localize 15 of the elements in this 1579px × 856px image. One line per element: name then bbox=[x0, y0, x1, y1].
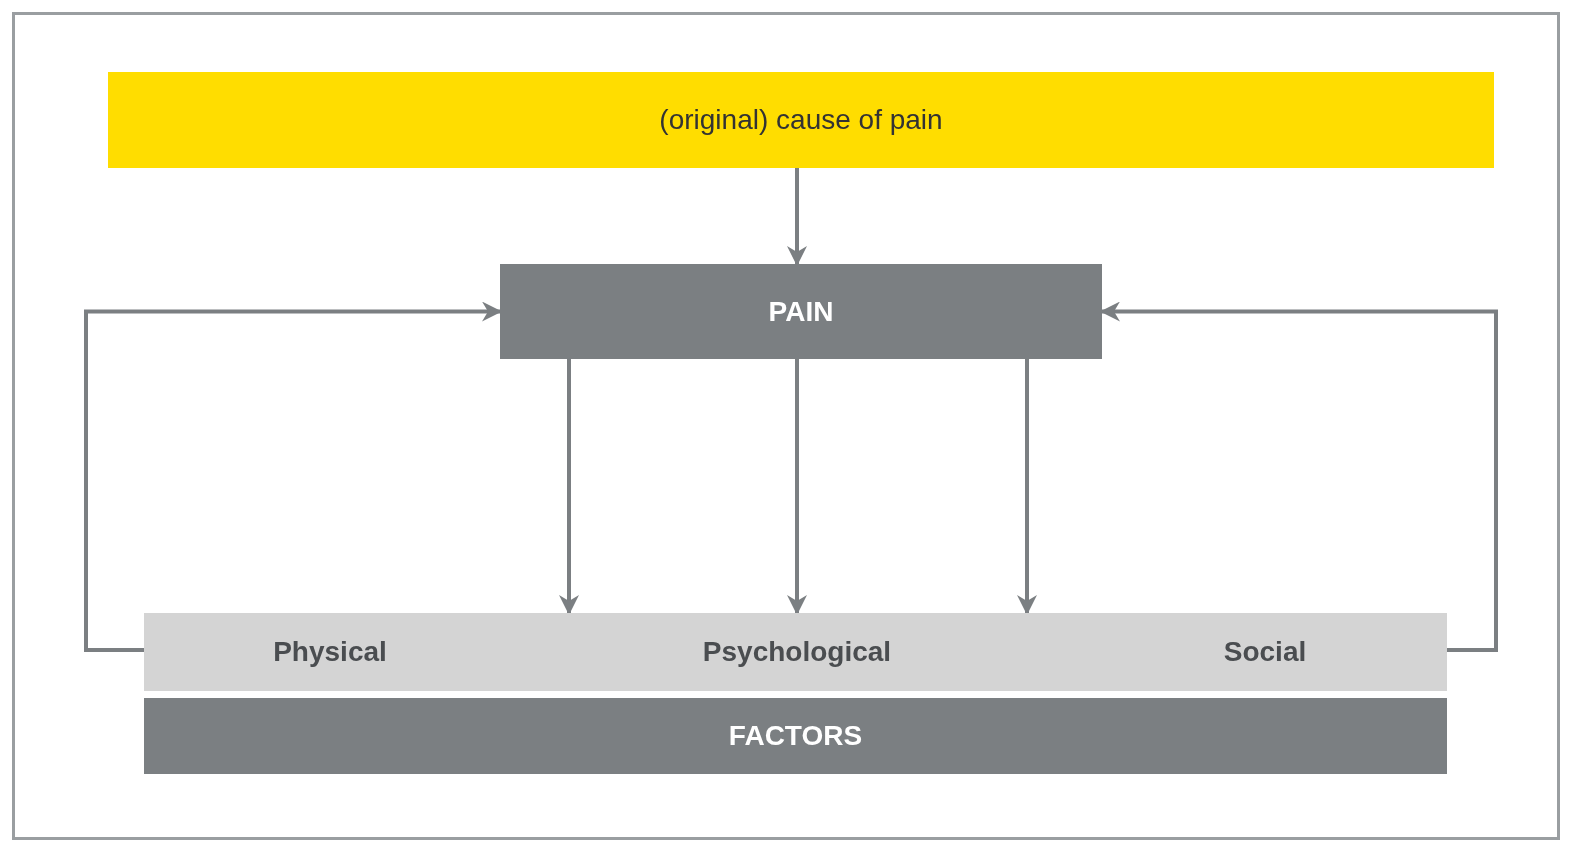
box-label: (original) cause of pain bbox=[659, 104, 943, 136]
factors-box bbox=[144, 698, 1447, 774]
factor-band bbox=[144, 613, 1447, 691]
arrow bbox=[559, 359, 579, 615]
arrow bbox=[787, 359, 807, 615]
arrow bbox=[84, 301, 502, 652]
pain-box bbox=[500, 264, 1102, 359]
arrow bbox=[787, 168, 807, 266]
box-label: PAIN bbox=[768, 295, 834, 328]
factor-label: Psychological bbox=[702, 636, 892, 668]
factor-label: Social bbox=[1223, 636, 1307, 668]
factor-label: Physical bbox=[273, 636, 387, 668]
box-label: FACTORS bbox=[728, 720, 863, 752]
cause-box bbox=[108, 72, 1494, 168]
arrow bbox=[1017, 359, 1037, 615]
